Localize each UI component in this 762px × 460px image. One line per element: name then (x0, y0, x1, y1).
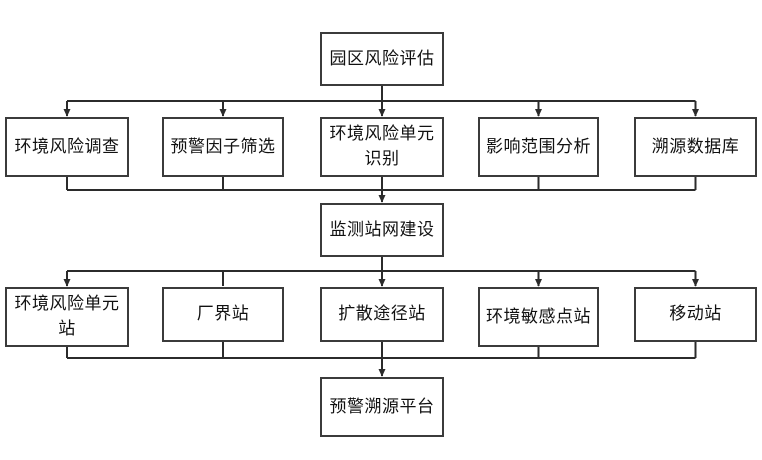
node-n-r3-c5[interactable]: 移动站 (634, 287, 757, 342)
node-label: 监测站网建设 (329, 219, 435, 240)
node-n-platform[interactable]: 预警溯源平台 (320, 377, 444, 437)
node-n-r1-c4[interactable]: 影响范围分析 (478, 117, 599, 177)
node-label: 环境风险单元识别 (329, 124, 435, 169)
node-n-r3-c3[interactable]: 扩散途径站 (320, 287, 444, 342)
node-n-r1-c2[interactable]: 预警因子筛选 (162, 117, 284, 177)
node-label: 扩散途径站 (338, 304, 426, 325)
node-n-r3-c2[interactable]: 厂界站 (162, 287, 284, 342)
node-label: 预警溯源平台 (329, 396, 435, 417)
node-label: 环境风险调查 (14, 136, 120, 157)
node-label: 环境敏感点站 (486, 306, 591, 327)
node-label: 影响范围分析 (486, 136, 591, 157)
node-label: 溯源数据库 (651, 136, 740, 157)
node-label: 预警因子筛选 (170, 136, 276, 157)
node-n-root[interactable]: 园区风险评估 (320, 32, 444, 86)
node-n-r3-c1[interactable]: 环境风险单元站 (5, 287, 129, 347)
node-n-r1-c3[interactable]: 环境风险单元识别 (320, 117, 444, 177)
node-n-r1-c1[interactable]: 环境风险调查 (5, 117, 129, 177)
node-label: 移动站 (669, 304, 722, 325)
node-label: 厂界站 (196, 304, 250, 325)
node-n-r3-c4[interactable]: 环境敏感点站 (478, 287, 599, 347)
node-n-r1-c5[interactable]: 溯源数据库 (634, 117, 757, 177)
node-label: 园区风险评估 (329, 48, 435, 69)
node-label: 环境风险单元站 (14, 294, 120, 339)
node-n-mid[interactable]: 监测站网建设 (320, 203, 444, 257)
